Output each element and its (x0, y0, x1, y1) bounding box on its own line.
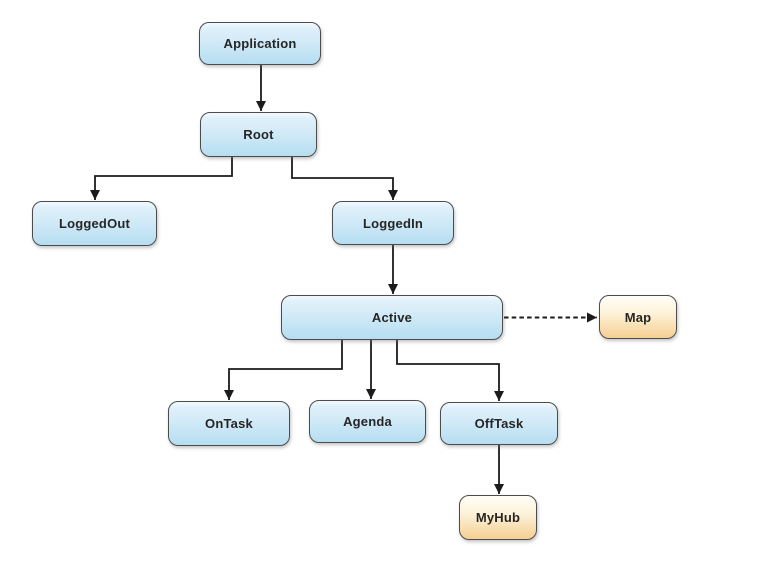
node-map: Map (599, 295, 677, 339)
node-loggedout: LoggedOut (32, 201, 157, 246)
edge-root-loggedin (291, 157, 398, 200)
node-loggedin-label: LoggedIn (362, 215, 424, 231)
node-root-label: Root (243, 127, 274, 142)
edge-active-ontask (224, 340, 343, 400)
node-loggedin: LoggedIn (332, 201, 454, 245)
node-agenda-label: Agenda (343, 414, 392, 429)
node-myhub-label: MyHub (475, 510, 521, 525)
node-map-label: Map (624, 309, 652, 325)
node-application-label: Application (223, 36, 297, 51)
node-loggedout-label: LoggedOut (58, 216, 131, 231)
node-agenda: Agenda (309, 400, 426, 443)
node-offtask-label: OffTask (474, 416, 524, 431)
node-root: Root (200, 112, 317, 157)
node-offtask: OffTask (440, 402, 558, 445)
node-ontask-label: OnTask (205, 416, 253, 431)
node-application: Application (199, 22, 321, 65)
node-active: Active (281, 295, 503, 340)
edge-root-loggedout (90, 157, 233, 200)
node-ontask: OnTask (168, 401, 290, 446)
node-active-label: Active (371, 310, 413, 325)
node-myhub: MyHub (459, 495, 537, 540)
edge-active-offtask (396, 340, 504, 401)
